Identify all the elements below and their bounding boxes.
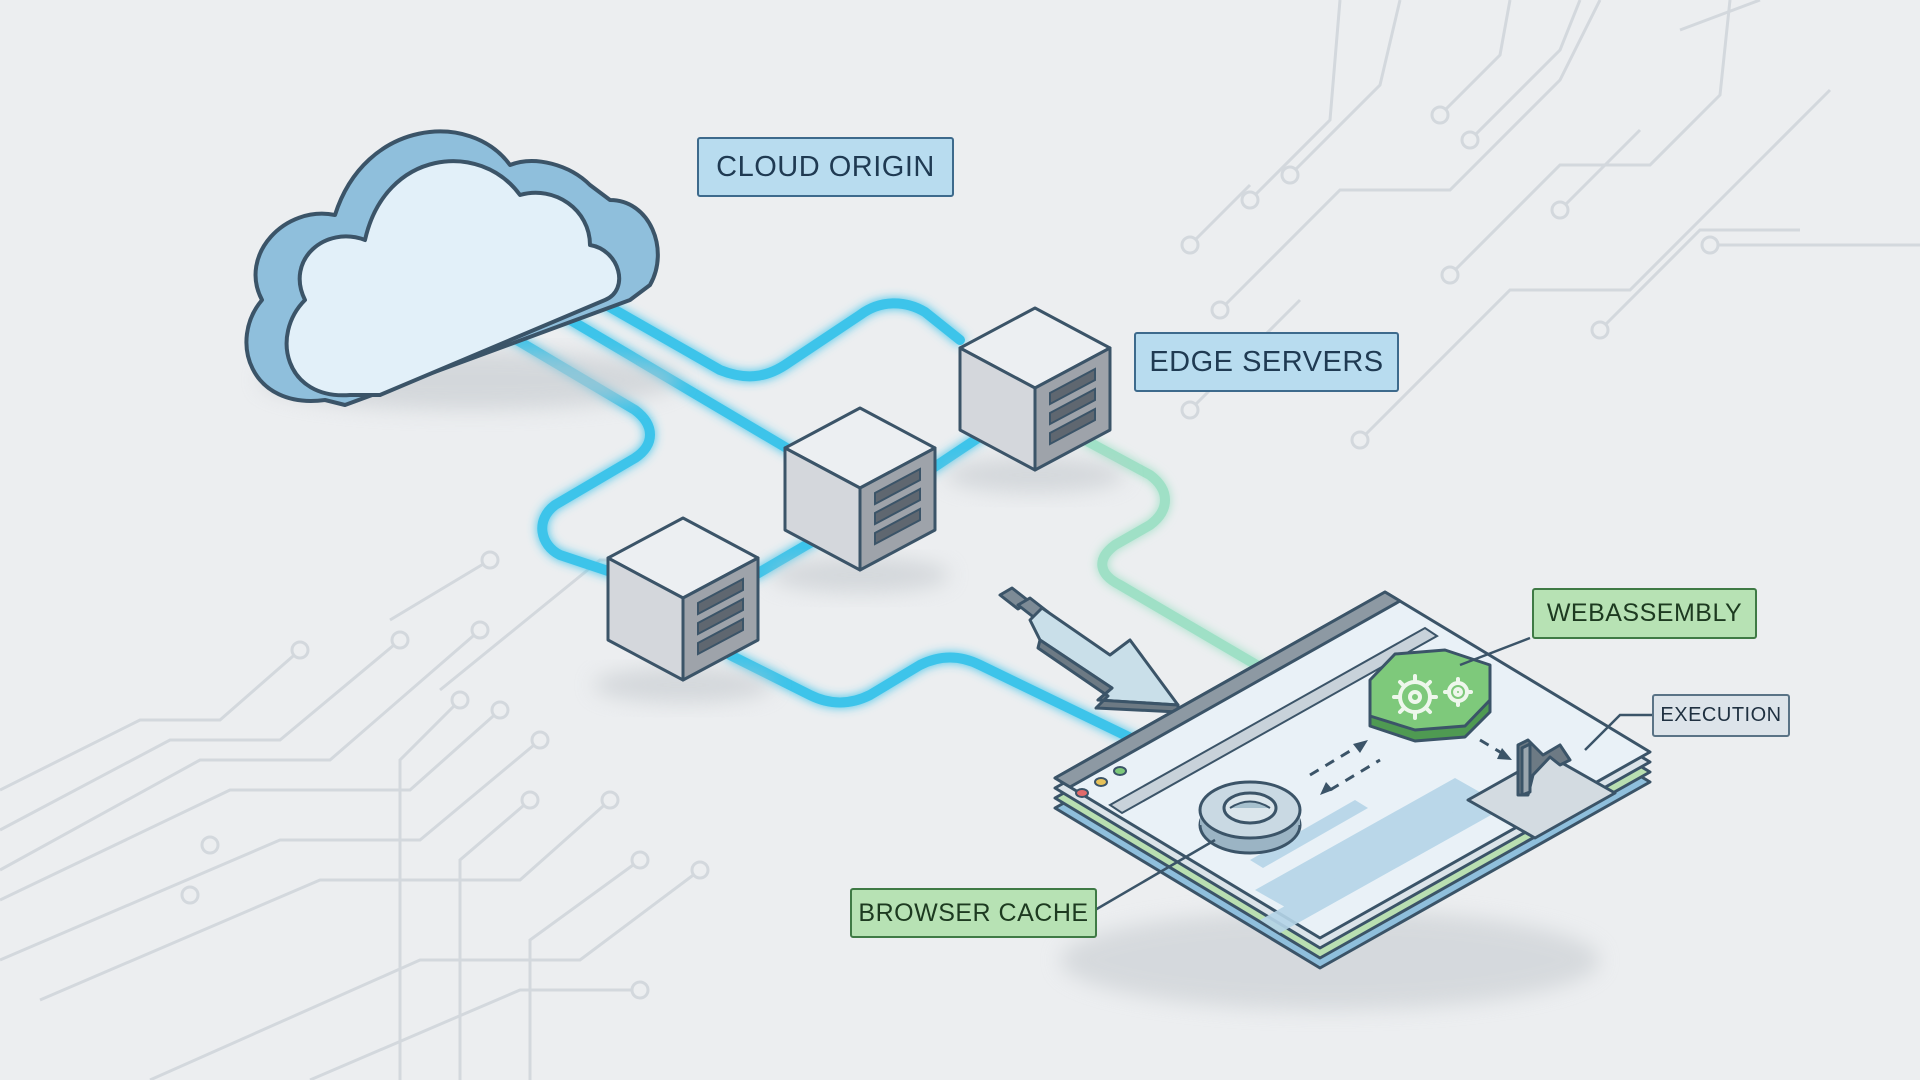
label-browser-cache: BROWSER CACHE <box>850 888 1097 938</box>
fiber-edge-server-3-to-edge-server-2 <box>750 535 820 580</box>
execution-panel-icon <box>1466 738 1617 840</box>
browser-address-bar <box>1108 626 1439 815</box>
label-webassembly: WEBASSEMBLY <box>1532 588 1757 639</box>
edge-server-1 <box>945 306 1125 493</box>
data-flow-arrow-icon <box>998 586 1180 714</box>
fiber-edge-server-1-to-browser <box>1080 435 1270 675</box>
label-cloud-origin: CLOUD ORIGIN <box>697 137 954 197</box>
window-controls <box>1075 766 1127 798</box>
arrowhead-to-cache <box>1320 782 1333 795</box>
circuit-traces-bottom-left <box>0 558 701 1080</box>
window-maximize-dot <box>1113 766 1127 776</box>
leader-browser-cache <box>1094 838 1216 912</box>
window-minimize-dot <box>1094 777 1108 787</box>
arrowhead-to-wasm <box>1353 740 1368 753</box>
leader-execution <box>1584 713 1652 751</box>
leader-webassembly <box>1459 636 1531 667</box>
label-edge-servers: EDGE SERVERS <box>1134 332 1399 392</box>
cloud-origin-icon <box>244 129 680 410</box>
edge-server-3 <box>593 516 773 703</box>
browser-content-blocks <box>1250 778 1500 933</box>
fiber-cloud-to-edge-server-3 <box>495 325 655 580</box>
edge-server-2 <box>770 406 950 593</box>
window-close-dot <box>1075 788 1089 798</box>
circuit-pads-top-right <box>1180 105 1720 450</box>
label-leader-lines <box>1094 636 1652 912</box>
fiber-cloud-to-edge-server-1 <box>575 285 965 382</box>
browser-cache-disk-icon <box>1198 780 1302 855</box>
circuit-traces-top-right <box>1188 0 1920 442</box>
fiber-edge-server-3-to-browser <box>725 650 1140 745</box>
circuit-pads-bottom-left <box>180 550 710 1000</box>
label-execution: EXECUTION <box>1652 694 1790 737</box>
gear-icon <box>1392 674 1473 720</box>
arrowhead-to-execution <box>1497 748 1512 760</box>
